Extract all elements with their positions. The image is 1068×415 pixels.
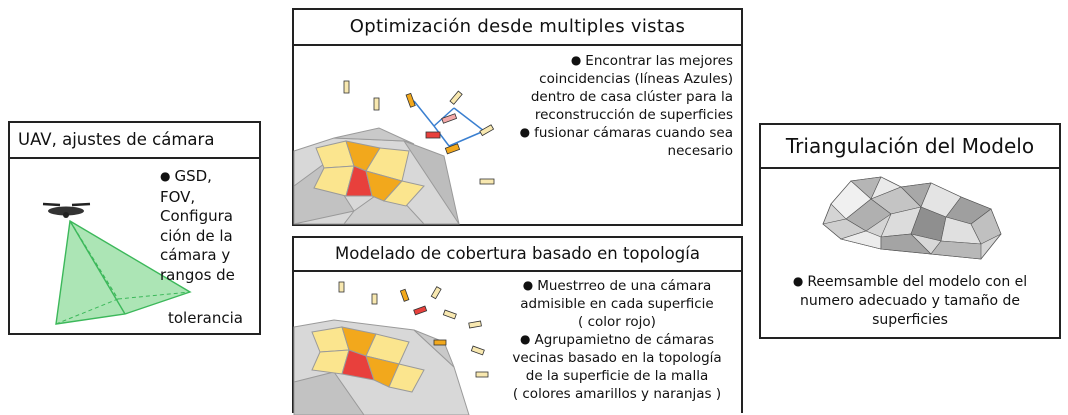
config-text-4: rangos de — [160, 265, 235, 284]
multiview-bullet-1-line-4: reconstrucción de superficies — [534, 107, 733, 123]
multiview-mesh-diagram — [293, 80, 495, 225]
topology-panel-title: Modelado de cobertura basado en topologí… — [294, 238, 741, 272]
uav-panel: UAV, ajustes de cámara GSD, FOV, Configu… — [8, 121, 261, 335]
uav-settings-text: GSD, FOV, Configura ción de la cámara y … — [160, 167, 235, 285]
topology-text: Muestrreo de una cámara admisible en cad… — [501, 277, 733, 403]
multiview-bullet-2-line-1: fusionar cámaras cuando sea — [520, 124, 733, 142]
topology-bullet-2-line-4: ( colores amarillos y naranjas ) — [512, 386, 722, 402]
triangulation-text: Reemsamble del modelo con el numero adec… — [761, 273, 1059, 330]
topology-bullet-1-line-1: Muestrreo de una cámara — [501, 277, 733, 295]
triangulation-line-3: superficies — [872, 312, 948, 328]
triangulation-line-1: Reemsamble del modelo con el — [761, 273, 1059, 292]
topology-bullet-2-line-1: Agrupamietno de cámaras — [501, 331, 733, 349]
topology-panel: Modelado de cobertura basado en topologí… — [292, 236, 743, 415]
multiview-bullet-2-line-2: necesario — [667, 143, 733, 159]
topology-bullet-2-line-2: vecinas basado en la topología — [512, 350, 722, 366]
topology-bullet-2-line-3: de la superficie de la malla — [525, 368, 709, 384]
triangulation-panel-title: Triangulación del Modelo — [761, 125, 1059, 169]
triangulation-panel: Triangulación del Modelo Reemsamble del … — [759, 123, 1061, 339]
multiview-bullet-1-line-1: Encontrar las mejores — [520, 52, 733, 70]
gsd-text: GSD, — [174, 167, 212, 185]
topology-bullet-1-line-2: admisible en cada superficie — [520, 296, 714, 312]
config-text-1: Configura — [160, 207, 233, 225]
fov-text: FOV, — [160, 187, 196, 206]
uav-frustum-diagram — [42, 202, 192, 325]
uav-panel-title: UAV, ajustes de cámara — [10, 123, 259, 159]
drone-icon — [42, 202, 91, 218]
triangulation-line-2: numero adecuado y tamaño de — [799, 293, 1020, 309]
multiview-panel: Optimización desde multiples vistas Enco… — [292, 8, 743, 226]
multiview-text: Encontrar las mejores coincidencias (lín… — [520, 52, 733, 160]
multiview-bullet-1-line-2: coincidencias (líneas Azules) — [539, 71, 733, 87]
topology-mesh-diagram — [293, 281, 489, 415]
config-text-2: ción de la — [160, 226, 233, 245]
config-text-3: cámara y — [160, 246, 231, 264]
triangulated-model-diagram — [822, 176, 1002, 260]
tolerance-text: tolerancia — [168, 309, 243, 327]
multiview-panel-title: Optimización desde multiples vistas — [294, 10, 741, 46]
topology-bullet-1-line-3: ( color rojo) — [578, 314, 656, 330]
multiview-bullet-1-line-3: dentro de casa clúster para la — [530, 89, 733, 105]
